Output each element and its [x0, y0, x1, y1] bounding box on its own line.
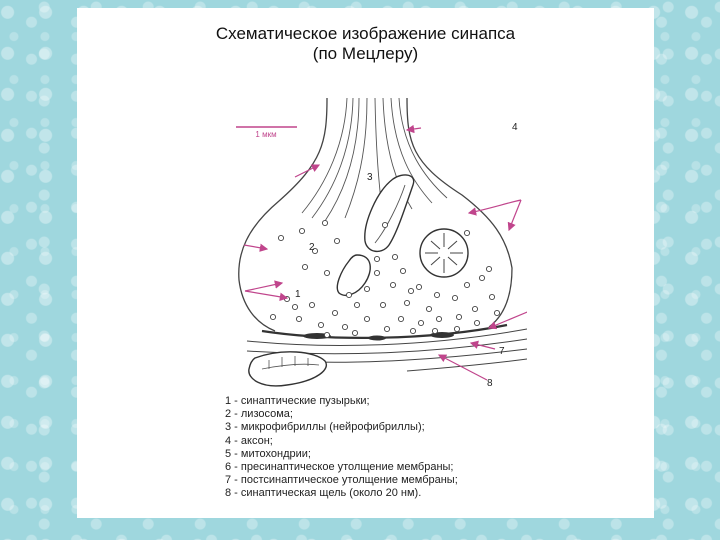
vesicle [364, 286, 369, 291]
vesicle [324, 332, 329, 337]
legend-item: 8 - синаптическая щель (около 20 нм). [225, 487, 458, 500]
vesicle [270, 314, 275, 319]
callout-arrows [244, 128, 527, 380]
vesicle [334, 238, 339, 243]
callout-3: 3 [367, 172, 373, 183]
legend-item: 4 - аксон; [225, 435, 458, 448]
vesicle [400, 268, 405, 273]
vesicle [380, 302, 385, 307]
legend-item: 5 - митохондрии; [225, 448, 458, 461]
vesicle [354, 302, 359, 307]
vesicle [479, 275, 484, 280]
vesicle [292, 304, 297, 309]
vesicle [346, 292, 351, 297]
callout-4: 4 [512, 122, 518, 133]
callout-7: 7 [499, 346, 505, 357]
callout-2: 2 [309, 242, 315, 253]
vesicle [322, 220, 327, 225]
callout-labels: 4 3 5 2 1 6 7 8 [295, 122, 527, 389]
mitochondrion-lower [249, 352, 327, 386]
vesicle [489, 294, 494, 299]
vesicle [364, 316, 369, 321]
title-line-1: Схематическое изображение синапса [77, 24, 654, 44]
vesicle [392, 254, 397, 259]
vesicle [299, 228, 304, 233]
legend-item: 6 - пресинаптическое утолщение мембраны; [225, 461, 458, 474]
mitochondrion-upper [365, 175, 414, 251]
vesicle [390, 282, 395, 287]
slide: Схематическое изображение синапса (по Ме… [77, 8, 654, 518]
vesicle [416, 284, 421, 289]
vesicle [474, 320, 479, 325]
scale-bar-label: 1 мкм [255, 130, 276, 139]
vesicle [434, 292, 439, 297]
vesicle [494, 310, 499, 315]
vesicle [464, 230, 469, 235]
vesicle [309, 302, 314, 307]
vesicle [342, 324, 347, 329]
vesicle [384, 326, 389, 331]
vesicle [436, 316, 441, 321]
vesicle [486, 266, 491, 271]
legend-item: 3 - микрофибриллы (нейрофибриллы); [225, 421, 458, 434]
vesicle [432, 328, 437, 333]
title-line-2: (по Мецлеру) [77, 44, 654, 64]
vesicle [426, 306, 431, 311]
scale-bar: 1 мкм [236, 127, 297, 139]
vesicle [454, 326, 459, 331]
vesicle [456, 314, 461, 319]
vesicle [302, 264, 307, 269]
vesicle [296, 316, 301, 321]
legend-item: 2 - лизосома; [225, 408, 458, 421]
vesicle [410, 328, 415, 333]
vesicle [352, 330, 357, 335]
vesicle [374, 270, 379, 275]
vesicle [398, 316, 403, 321]
vesicle [318, 322, 323, 327]
vesicle [278, 235, 283, 240]
vesicle [324, 270, 329, 275]
vesicle [464, 282, 469, 287]
slide-title: Схематическое изображение синапса (по Ме… [77, 24, 654, 64]
vesicle [404, 300, 409, 305]
vesicle [418, 320, 423, 325]
vesicle [332, 310, 337, 315]
legend-item: 1 - синаптические пузырьки; [225, 395, 458, 408]
vesicle [374, 256, 379, 261]
callout-1: 1 [295, 289, 301, 300]
legend-list: 1 - синаптические пузырьки; 2 - лизосома… [225, 395, 458, 501]
vesicle [382, 222, 387, 227]
vesicle [408, 288, 413, 293]
vesicle [452, 295, 457, 300]
synapse-diagram: 1 мкм [207, 73, 527, 393]
legend-item: 7 - постсинаптическое утолщение мембраны… [225, 474, 458, 487]
vesicle [472, 306, 477, 311]
callout-8: 8 [487, 378, 493, 389]
presynaptic-membrane [262, 325, 507, 338]
